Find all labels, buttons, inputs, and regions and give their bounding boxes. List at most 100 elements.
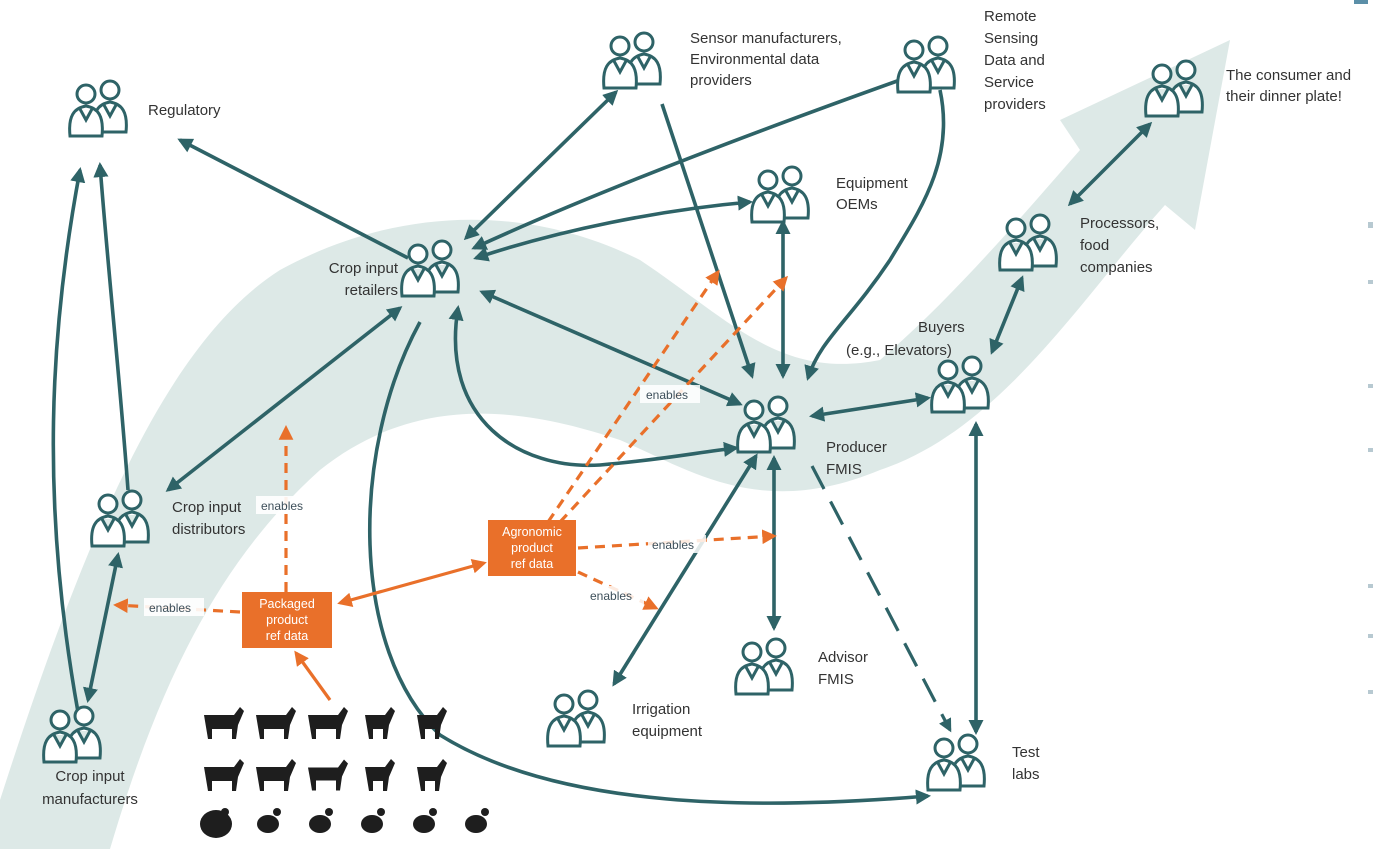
person-pair-icon-manufacturers <box>42 705 102 764</box>
svg-text:product: product <box>511 541 553 555</box>
svg-text:enables: enables <box>590 589 632 603</box>
label-processors-2: food <box>1080 237 1109 254</box>
person-pair-icon-processors <box>998 213 1058 272</box>
agronomic-ref-data-box: Agronomic product ref data <box>488 520 576 576</box>
packaged-ref-data-box: Packaged product ref data <box>242 592 332 648</box>
edge-animals-packaged <box>294 650 332 701</box>
label-processors-3: companies <box>1080 259 1153 276</box>
dog-icon <box>365 759 395 791</box>
svg-text:enables: enables <box>652 538 694 552</box>
edge-producer-buyers <box>809 392 931 422</box>
rabbit-icon <box>465 808 489 833</box>
label-buyers-1: Buyers <box>918 319 965 336</box>
label-testlabs-1: Test <box>1012 744 1040 761</box>
svg-text:enables: enables <box>149 601 191 615</box>
edge-agronomic-equipment-enables <box>558 275 789 524</box>
label-sensor-2: Environmental data <box>690 51 820 68</box>
edge-producer-irrigation <box>612 453 758 687</box>
deer-icon <box>417 707 447 739</box>
horse-icon <box>204 707 244 739</box>
person-pair-icon-irrigation <box>546 689 606 748</box>
node-labels: Regulatory Sensor manufacturers, Environ… <box>42 8 1351 808</box>
edge-processors-consumer <box>1067 121 1153 207</box>
duck-icon <box>413 808 437 833</box>
edge-retailers-equipment <box>473 195 754 262</box>
cow-icon <box>256 707 296 739</box>
edge-distributors-regulatory <box>93 161 130 491</box>
person-pair-icon-regulatory <box>68 79 128 138</box>
label-retailers-1: Crop input <box>329 260 399 277</box>
label-distributors-2: distributors <box>172 521 245 538</box>
svg-text:product: product <box>266 613 308 627</box>
label-manufacturers-2: manufacturers <box>42 791 138 808</box>
edge-producer-testlabs-dashed <box>810 465 952 733</box>
label-remote-4: Service <box>984 74 1034 91</box>
enables-label-producer: enables <box>648 535 706 553</box>
person-pair-icon-advisor <box>734 637 794 696</box>
label-irrigation-2: equipment <box>632 723 703 740</box>
label-consumer-1: The consumer and <box>1226 67 1351 84</box>
goat-icon <box>365 707 395 739</box>
label-irrigation-1: Irrigation <box>632 701 690 718</box>
pig-icon <box>308 759 348 791</box>
edge-retailers-regulatory <box>177 138 409 260</box>
edge-buyers-processors <box>989 275 1025 355</box>
label-advisor-2: FMIS <box>818 671 854 688</box>
label-retailers-2: retailers <box>345 282 398 299</box>
person-pair-icon-buyers <box>930 355 990 414</box>
llama-icon <box>204 759 244 791</box>
edge-distributors-manufacturers <box>83 552 123 703</box>
label-remote-1: Remote <box>984 8 1037 25</box>
label-remote-3: Data and <box>984 52 1045 69</box>
svg-text:ref data: ref data <box>266 629 308 643</box>
actor-icons <box>42 31 1204 792</box>
goose-icon <box>257 808 281 833</box>
label-manufacturers-1: Crop input <box>55 768 125 785</box>
livestock-icon-grid <box>200 707 489 838</box>
svg-text:ref data: ref data <box>511 557 553 571</box>
edge-retailers-sensor <box>463 89 619 241</box>
right-edge-fragments <box>1354 0 1373 694</box>
hen-icon <box>309 808 333 833</box>
person-pair-icon-retailers <box>400 239 460 298</box>
enables-label-retailers: enables <box>640 385 700 403</box>
label-advisor-1: Advisor <box>818 649 868 666</box>
edge-packaged-distributors-enables <box>113 598 241 614</box>
label-testlabs-2: labs <box>1012 766 1040 783</box>
person-pair-icon-remote <box>896 35 956 94</box>
label-remote-5: providers <box>984 96 1046 113</box>
teal-connections <box>51 78 1153 805</box>
turkey-icon <box>200 808 232 838</box>
edge-manufacturers-regulatory <box>51 167 86 713</box>
edge-remote-producer <box>804 89 946 381</box>
svg-text:Packaged: Packaged <box>259 597 315 611</box>
edge-remote-retailers <box>471 78 901 250</box>
person-pair-icon-distributors <box>90 489 150 548</box>
label-equipment-2: OEMs <box>836 196 878 213</box>
label-remote-2: Sensing <box>984 30 1038 47</box>
edge-retailers-distributors <box>165 306 403 492</box>
svg-text:enables: enables <box>261 499 303 513</box>
bull-icon <box>308 707 348 739</box>
label-producer-1: Producer <box>826 439 887 456</box>
enables-labels: enables enables enables enables enables <box>144 385 706 616</box>
label-processors-1: Processors, <box>1080 215 1159 232</box>
label-consumer-2: their dinner plate! <box>1226 88 1342 105</box>
label-sensor-3: providers <box>690 72 752 89</box>
enables-label-irrigation: enables <box>586 586 644 604</box>
edge-retailers-testlabs <box>368 321 932 805</box>
person-pair-icon-sensor <box>602 31 662 90</box>
enables-label-packaged: enables <box>144 598 204 616</box>
chicken-icon <box>361 808 385 833</box>
svg-text:Agronomic: Agronomic <box>502 525 562 539</box>
sheep-icon <box>256 759 296 791</box>
label-regulatory: Regulatory <box>148 102 221 119</box>
person-pair-icon-producer <box>736 395 796 454</box>
person-pair-icon-consumer <box>1144 59 1204 118</box>
person-pair-icon-testlabs <box>926 733 986 792</box>
person-pair-icon-equipment <box>750 165 810 224</box>
cat-icon <box>417 759 447 791</box>
label-buyers-2: (e.g., Elevators) <box>846 342 952 359</box>
label-producer-2: FMIS <box>826 461 862 478</box>
